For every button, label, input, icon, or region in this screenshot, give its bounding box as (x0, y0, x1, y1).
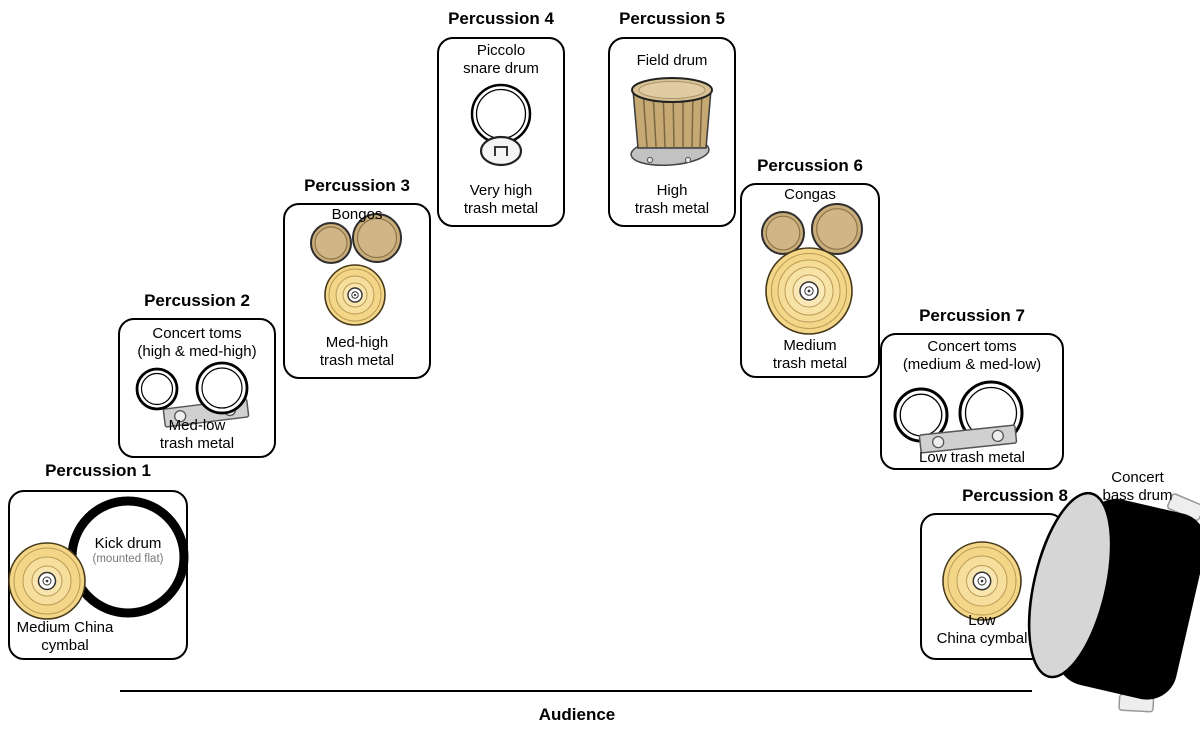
concert-toms-low-label: Concert toms (medium & med-low) (902, 338, 1042, 373)
med-low-trash-label: Med-low trash metal (159, 417, 235, 452)
station-title-4: Percussion 4 (448, 9, 554, 28)
station-title-8: Percussion 8 (962, 486, 1068, 505)
station-title-5: Percussion 5 (619, 9, 725, 28)
audience-line (120, 690, 1032, 692)
high-trash-label: High trash metal (634, 182, 710, 217)
med-high-trash-label: Med-high trash metal (319, 334, 395, 369)
low-trash-label: Low trash metal (919, 449, 1025, 466)
piccolo-snare-label: Piccolo snare drum (463, 42, 539, 77)
bongos-label: Bongos (331, 206, 383, 223)
station-title-7: Percussion 7 (919, 306, 1025, 325)
field-drum-label: Field drum (636, 52, 708, 69)
kick-drum-note: (mounted flat) (92, 553, 164, 565)
very-high-trash-label: Very high trash metal (463, 182, 539, 217)
station-title-6: Percussion 6 (757, 156, 863, 175)
concert-toms-high-label: Concert toms (high & med-high) (137, 325, 257, 360)
station-title-2: Percussion 2 (144, 291, 250, 310)
station-title-1: Percussion 1 (45, 461, 151, 480)
medium-china-cymbal-label: Medium China cymbal (16, 619, 114, 654)
station-title-3: Percussion 3 (304, 176, 410, 195)
low-china-cymbal-label: Low China cymbal (936, 612, 1028, 647)
kick-drum-label: Kick drum (94, 535, 162, 552)
audience-label: Audience (538, 705, 616, 724)
congas-label: Congas (784, 186, 836, 203)
medium-trash-label: Medium trash metal (772, 337, 848, 372)
concert-bass-drum-label: Concert bass drum (1102, 469, 1173, 504)
